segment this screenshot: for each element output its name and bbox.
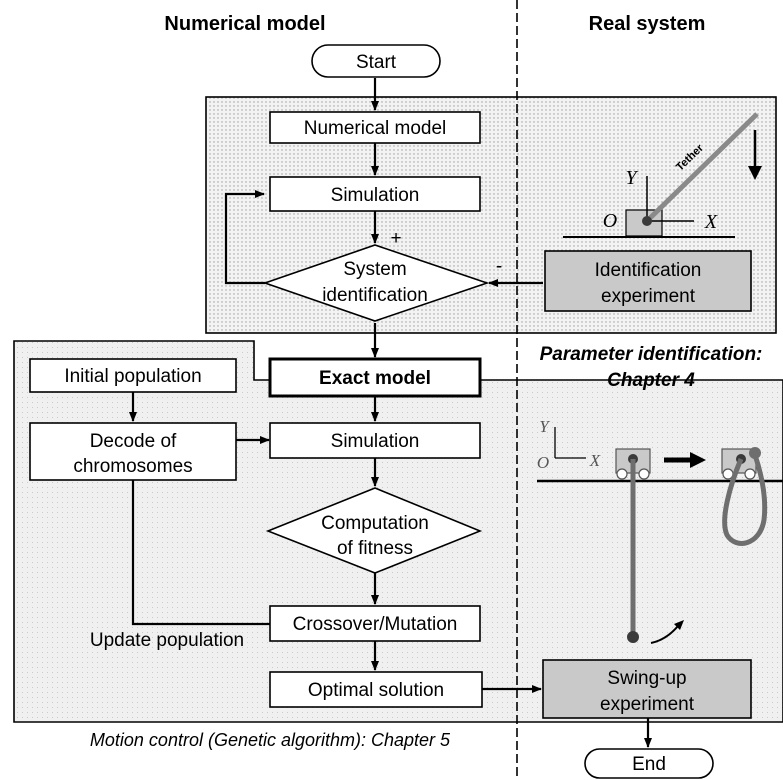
motion-control-caption: Motion control (Genetic algorithm): Chap… [90, 730, 451, 750]
identification-experiment-line1: Identification [595, 260, 702, 281]
exact-model-box: Exact model [268, 357, 482, 398]
header-real-system: Real system [589, 13, 706, 35]
swing-up-line1: Swing-up [607, 668, 686, 689]
bottom-axis-x: X [589, 451, 601, 470]
system-identification-decision: System identification [262, 244, 490, 322]
plus-sign: + [390, 228, 401, 249]
decode-of-chromosomes-box: Decode of chromosomes [29, 422, 237, 481]
start-label: Start [356, 52, 397, 73]
minus-sign: - [496, 256, 502, 277]
fitness-line1: Computation [321, 513, 429, 534]
crossover-mutation-box: Crossover/Mutation [269, 605, 481, 642]
top-origin: O [603, 210, 617, 232]
parameter-identification-caption-line1: Parameter identification: [540, 344, 763, 365]
initial-population-box: Initial population [29, 358, 237, 393]
computation-of-fitness-decision: Computation of fitness [265, 487, 483, 574]
connectors [129, 78, 652, 748]
optimal-solution-label: Optimal solution [308, 680, 444, 701]
system-identification-line1: System [343, 259, 406, 280]
bottom-axis-y: Y [539, 417, 550, 436]
header-numerical-model: Numerical model [164, 13, 325, 35]
simulation-bottom-label: Simulation [331, 431, 420, 452]
decode-line1: Decode of [90, 431, 177, 452]
end-terminal: End [584, 748, 714, 779]
update-population-label: Update population [90, 630, 244, 651]
identification-experiment-line2: experiment [601, 286, 696, 307]
top-axis-x: X [704, 211, 718, 233]
end-label: End [632, 754, 666, 775]
fitness-line2: of fitness [337, 538, 413, 559]
simulation-top-label: Simulation [331, 185, 420, 206]
numerical-model-label: Numerical model [304, 118, 447, 139]
numerical-model-box: Numerical model [269, 111, 481, 144]
crossover-mutation-label: Crossover/Mutation [293, 614, 458, 635]
parameter-identification-caption-line2: Chapter 4 [607, 370, 695, 391]
top-axis-y: Y [625, 167, 638, 189]
bottom-origin: O [537, 453, 549, 472]
simulation-bottom-box: Simulation [269, 422, 481, 459]
simulation-top-box: Simulation [269, 176, 481, 212]
swing-up-illustration: Y X O [537, 417, 783, 644]
initial-population-label: Initial population [64, 366, 201, 387]
system-identification-line2: identification [322, 285, 428, 306]
swing-up-experiment-box: Swing-up experiment [542, 659, 752, 719]
optimal-solution-box: Optimal solution [269, 671, 483, 708]
decode-line2: chromosomes [73, 456, 192, 477]
identification-experiment-box: Identification experiment [544, 250, 752, 312]
swing-up-line2: experiment [600, 694, 695, 715]
start-terminal: Start [311, 44, 441, 78]
exact-model-label: Exact model [319, 368, 431, 389]
